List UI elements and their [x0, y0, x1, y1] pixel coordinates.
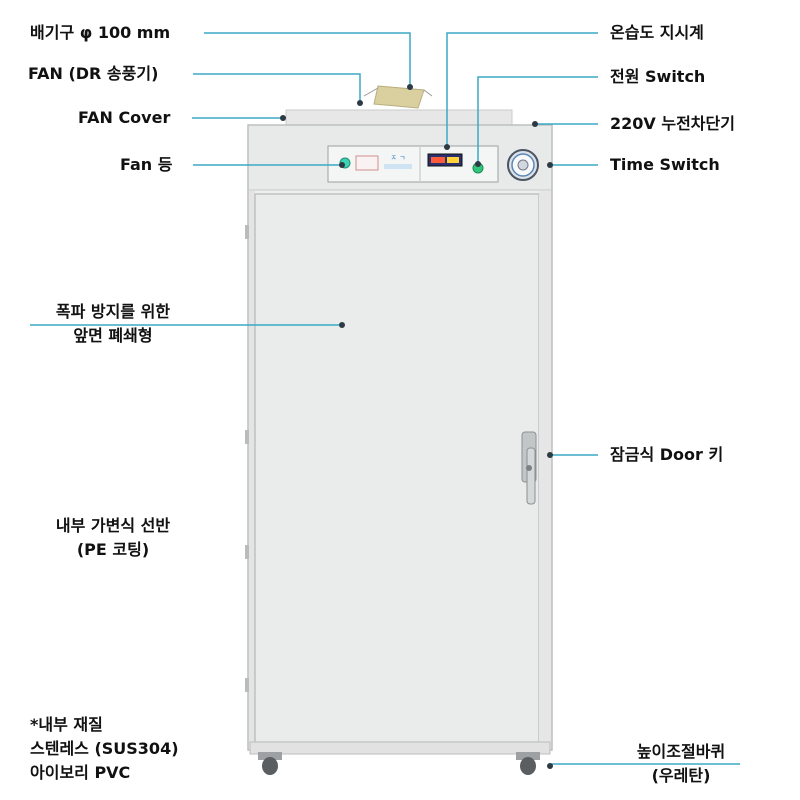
label-material-line1: *내부 재질 [30, 715, 103, 734]
label-material-line2: 스텐레스 (SUS304) [30, 739, 179, 758]
label-shelf-line1: 내부 가변식 선반 [55, 516, 171, 535]
label-fan: FAN (DR 송풍기) [28, 64, 159, 83]
label-material-line3: 아이보리 PVC [30, 763, 131, 782]
label-breaker: 220V 누전차단기 [610, 114, 735, 133]
label-time-switch: Time Switch [610, 155, 720, 174]
label-door-front-line1: 폭파 방지를 위한 [55, 302, 171, 321]
label-door-key: 잠금식 Door 키 [610, 445, 724, 464]
label-material: *내부 재질 스텐레스 (SUS304) 아이보리 PVC [30, 713, 179, 785]
fan-tag [373, 85, 425, 109]
label-caster-line2: (우레탄) [651, 766, 711, 785]
label-thermo-hygrometer: 온습도 지시계 [610, 23, 704, 42]
label-fan-cover: FAN Cover [78, 108, 171, 127]
label-shelf: 내부 가변식 선반 (PE 코팅) [28, 514, 198, 562]
front-door [254, 193, 540, 743]
label-door-front: 폭파 방지를 위한 앞면 폐쇄형 [28, 300, 198, 348]
label-shelf-line2: (PE 코팅) [76, 540, 150, 559]
leader-lines [30, 32, 740, 765]
label-caster: 높이조절바퀴 (우레탄) [606, 740, 756, 788]
caster-right [520, 757, 536, 775]
label-exhaust: 배기구 φ 100 mm [30, 23, 171, 42]
control-panel [327, 145, 499, 183]
label-fan-lamp: Fan 등 [120, 155, 173, 174]
label-caster-line1: 높이조절바퀴 [636, 742, 726, 761]
leader-dots [280, 84, 553, 769]
svg-text:ㅈ ㄱ: ㅈ ㄱ [390, 154, 405, 162]
caster-left [262, 757, 278, 775]
label-power-switch: 전원 Switch [610, 67, 706, 86]
label-door-front-line2: 앞면 폐쇄형 [73, 326, 153, 345]
